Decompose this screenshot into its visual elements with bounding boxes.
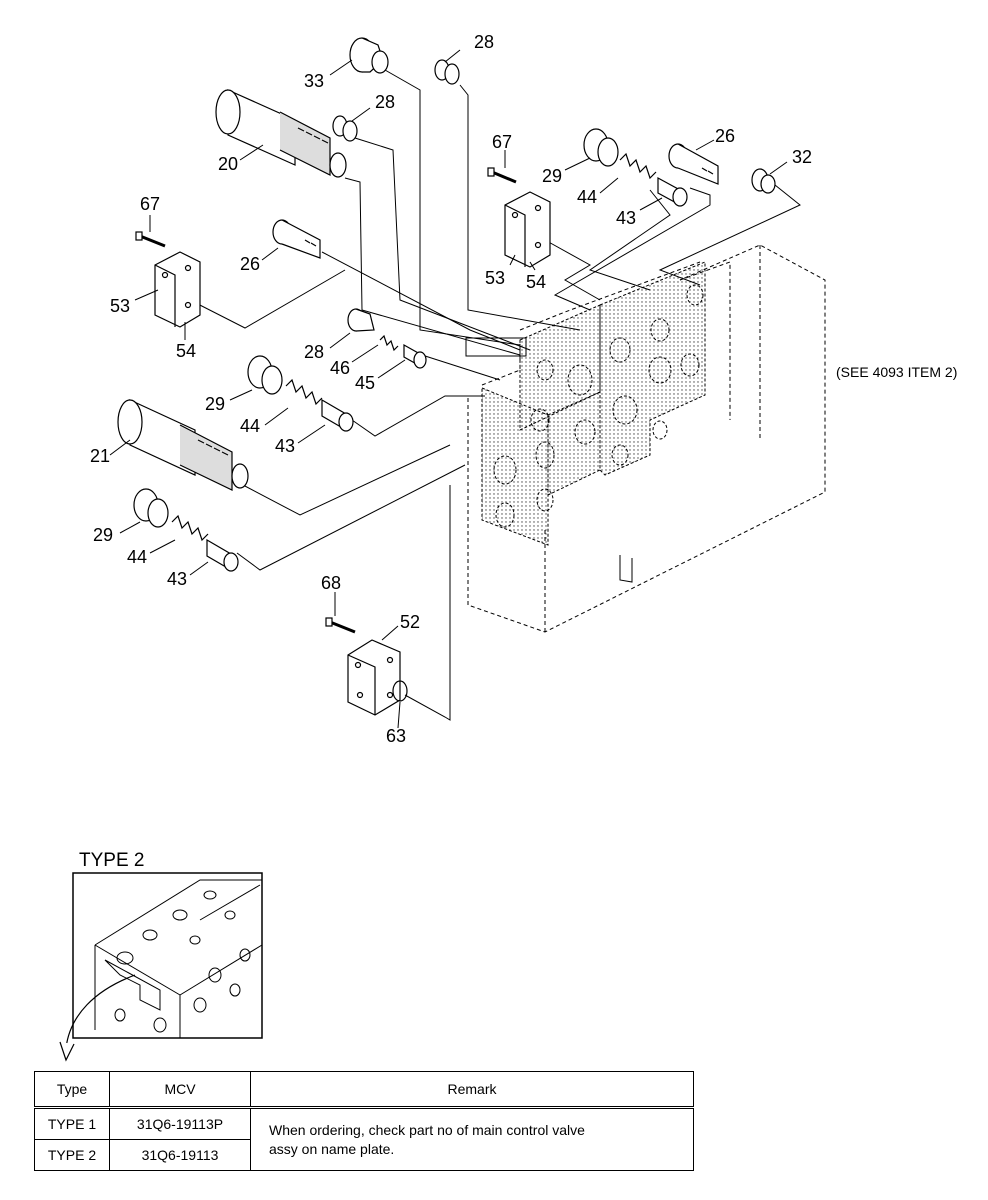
- type2-title: TYPE 2: [79, 850, 145, 871]
- callout-28: 28: [304, 342, 324, 362]
- plug-28-top: [434, 59, 460, 85]
- callout-32: 32: [792, 147, 812, 167]
- callout-43: 43: [616, 208, 636, 228]
- callout-67: 67: [492, 132, 512, 152]
- callout-44: 44: [240, 416, 260, 436]
- callout-29: 29: [542, 166, 562, 186]
- callout-68: 68: [321, 573, 341, 593]
- spool-21: [117, 399, 249, 491]
- cover-52: [347, 639, 401, 716]
- table-row: TYPE 2 31Q6-19113: [34, 1139, 694, 1171]
- cover-53-right: [504, 191, 551, 268]
- spring-44: [171, 152, 657, 542]
- table-header-row: Type MCV Remark: [34, 1071, 694, 1108]
- plug-32: [751, 168, 776, 194]
- plug-29-mid: [247, 355, 283, 395]
- plug-28-mid: [332, 115, 358, 142]
- header-remark: Remark: [250, 1071, 694, 1108]
- callout-45: 45: [355, 373, 375, 393]
- callout-44: 44: [577, 187, 597, 207]
- header-mcv: MCV: [109, 1071, 251, 1108]
- piston-43: [206, 176, 688, 572]
- callout-33: 33: [304, 71, 324, 91]
- remark-line-1: When ordering, check part no of main con…: [269, 1121, 585, 1138]
- callout-67: 67: [140, 194, 160, 214]
- parts: [117, 37, 776, 716]
- callout-52: 52: [400, 612, 420, 632]
- callout-44: 44: [127, 547, 147, 567]
- callout-26: 26: [715, 126, 735, 146]
- plug-29-top: [583, 128, 619, 167]
- callout-leaders: [109, 49, 788, 729]
- callout-29: 29: [205, 394, 225, 414]
- plunger-26-left: [272, 219, 321, 259]
- row-mcv: 31Q6-19113: [109, 1139, 251, 1171]
- bolt-68: [325, 617, 356, 634]
- callout-54: 54: [176, 341, 196, 361]
- callout-53: 53: [485, 268, 505, 288]
- callout-54: 54: [526, 272, 546, 292]
- type2-inset: [59, 872, 263, 1062]
- table-row: TYPE 1 31Q6-19113P When ordering, check …: [34, 1107, 694, 1171]
- header-type: Type: [34, 1071, 110, 1108]
- row-remark: When ordering, check part no of main con…: [250, 1107, 694, 1171]
- row-type: TYPE 1: [34, 1107, 110, 1140]
- remark-line-2: assy on name plate.: [269, 1140, 395, 1157]
- cover-53-left: [154, 251, 201, 328]
- row-mcv: 31Q6-19113P: [109, 1107, 251, 1140]
- callout-numbers: 33 28 28 20 67 26 32 29 44 43 67 26 53 5…: [90, 32, 957, 746]
- leader-lines: [189, 69, 801, 721]
- callout-53: 53: [110, 296, 130, 316]
- plug-29-low: [133, 488, 169, 528]
- plug-28-low: [347, 308, 375, 332]
- piston-45: [403, 343, 427, 369]
- callout-28: 28: [474, 32, 494, 52]
- spring-46: [379, 334, 399, 352]
- row-type: TYPE 2: [34, 1139, 110, 1171]
- callout-63: 63: [386, 726, 406, 746]
- bolt-67: [135, 167, 517, 248]
- callout-21: 21: [90, 446, 110, 466]
- valve-block: [467, 244, 826, 633]
- callout-28: 28: [375, 92, 395, 112]
- callout-29: 29: [93, 525, 113, 545]
- parts-table: Type MCV Remark TYPE 1 31Q6-19113P When …: [34, 1071, 694, 1171]
- o-ring-63: [392, 680, 408, 702]
- callout-26: 26: [240, 254, 260, 274]
- see-reference-note: (SEE 4093 ITEM 2): [836, 364, 957, 380]
- callout-46: 46: [330, 358, 350, 378]
- spool-20: [215, 89, 347, 178]
- callout-43: 43: [167, 569, 187, 589]
- plug-33: [349, 37, 389, 74]
- callout-20: 20: [218, 154, 238, 174]
- plunger-26-right: [668, 143, 719, 185]
- callout-43: 43: [275, 436, 295, 456]
